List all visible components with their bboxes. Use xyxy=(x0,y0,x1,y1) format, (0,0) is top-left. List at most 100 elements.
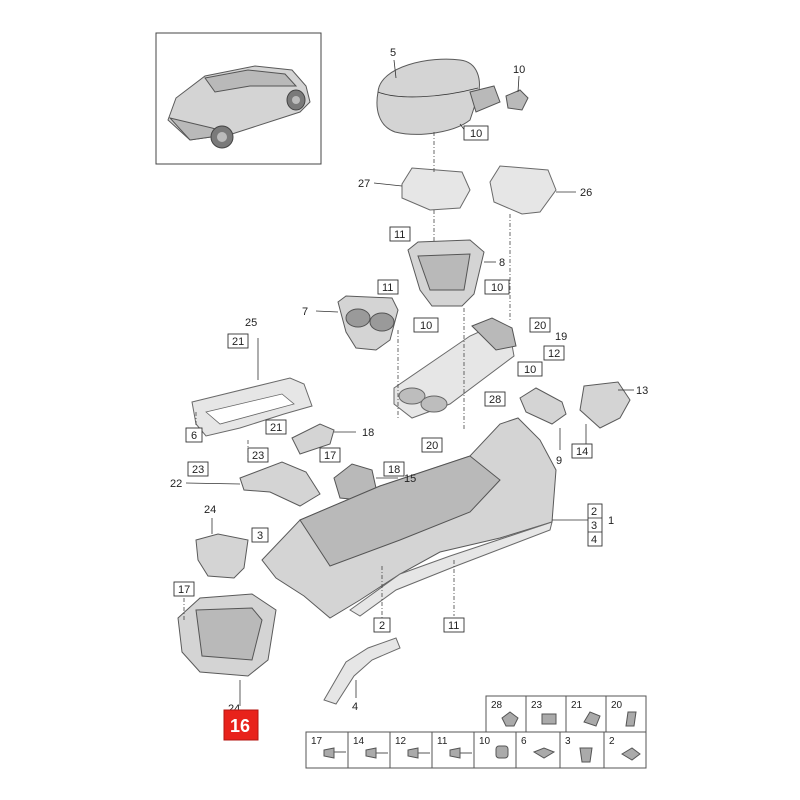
boxed-callout-23: 23 xyxy=(247,447,269,463)
legend-label-14: 14 xyxy=(353,736,365,747)
legend-label-23: 23 xyxy=(531,700,543,711)
boxed-callout-14: 14 xyxy=(571,443,593,459)
svg-text:11: 11 xyxy=(394,229,405,241)
svg-text:21: 21 xyxy=(232,336,244,348)
boxed-callout-10: 10 xyxy=(484,279,510,295)
boxed-callout-20: 20 xyxy=(421,437,443,453)
callout-8: 8 xyxy=(499,257,505,269)
boxed-callout-11: 11 xyxy=(389,226,411,242)
armrest-lid xyxy=(376,58,501,135)
clip-icon xyxy=(583,711,601,727)
rear-housing-16 xyxy=(177,593,277,677)
legend-label-2: 2 xyxy=(609,736,615,747)
svg-text:18: 18 xyxy=(388,464,400,476)
boxed-callout-17: 17 xyxy=(173,581,195,597)
boxed-callout-6: 6 xyxy=(185,427,203,443)
clip-icon xyxy=(625,711,637,727)
legend-label-12: 12 xyxy=(395,736,407,747)
fastener-legend: 28 23 21 20 17 14 12 11 10 6 3 2 xyxy=(305,695,647,769)
boxed-callout-10: 10 xyxy=(463,125,489,141)
boxed-callout-2: 2 xyxy=(373,617,391,633)
svg-text:17: 17 xyxy=(178,584,190,596)
callout-27: 27 xyxy=(358,178,370,190)
highlight-label-16: 16 xyxy=(223,709,259,741)
boxed-callout-11: 11 xyxy=(443,617,465,633)
callout-1: 1 xyxy=(608,515,614,527)
svg-text:3: 3 xyxy=(257,530,263,542)
cup-holder xyxy=(337,295,399,351)
svg-text:16: 16 xyxy=(230,716,250,736)
boxed-callout-3: 3 xyxy=(251,527,269,543)
callout-24-upper: 24 xyxy=(204,504,216,516)
svg-text:14: 14 xyxy=(576,446,588,458)
callout-13: 13 xyxy=(636,385,648,397)
lower-pocket-24 xyxy=(195,533,249,579)
svg-text:2: 2 xyxy=(379,620,385,632)
mat-27 xyxy=(401,167,471,211)
callout-7: 7 xyxy=(302,306,308,318)
svg-text:23: 23 xyxy=(252,450,264,462)
clip-icon xyxy=(532,747,556,759)
boxed-callout-group-1: 2 3 4 xyxy=(587,503,603,547)
center-console-body xyxy=(261,417,557,619)
clip-icon xyxy=(501,711,519,727)
callout-26: 26 xyxy=(580,187,592,199)
mat-26 xyxy=(489,165,557,215)
screw-icon xyxy=(449,747,472,759)
svg-text:20: 20 xyxy=(534,320,546,332)
vehicle-thumbnail xyxy=(155,32,322,165)
svg-text:10: 10 xyxy=(420,320,432,332)
small-trim-18 xyxy=(291,423,335,455)
boxed-callout-28: 28 xyxy=(484,391,506,407)
callout-10-hinge: 10 xyxy=(513,64,525,76)
legend-label-11: 11 xyxy=(437,736,448,747)
svg-text:2: 2 xyxy=(591,506,597,518)
svg-text:3: 3 xyxy=(591,520,597,532)
legend-label-17: 17 xyxy=(311,736,323,747)
svg-text:6: 6 xyxy=(191,430,197,442)
svg-text:21: 21 xyxy=(270,422,282,434)
nut-icon xyxy=(495,745,509,759)
screw-icon xyxy=(365,747,388,759)
clip-icon xyxy=(621,747,641,761)
boxed-callout-17: 17 xyxy=(319,447,341,463)
svg-text:11: 11 xyxy=(382,282,393,294)
boxed-callout-10: 10 xyxy=(413,317,439,333)
screw-icon xyxy=(323,747,346,759)
legend-label-3: 3 xyxy=(565,736,571,747)
legend-label-6: 6 xyxy=(521,736,527,747)
boxed-callout-20: 20 xyxy=(529,317,551,333)
svg-text:23: 23 xyxy=(192,464,204,476)
boxed-callout-10: 10 xyxy=(517,361,543,377)
callout-19: 19 xyxy=(555,331,567,343)
svg-text:10: 10 xyxy=(470,128,482,140)
svg-text:28: 28 xyxy=(489,394,501,406)
svg-text:17: 17 xyxy=(324,450,336,462)
trim-panel-upper xyxy=(393,317,517,419)
callout-4-strip: 4 xyxy=(352,701,358,713)
boxed-callout-11: 11 xyxy=(377,279,399,295)
decorative-frame xyxy=(191,377,313,437)
callout-25: 25 xyxy=(245,317,257,329)
svg-text:10: 10 xyxy=(524,364,536,376)
storage-tray xyxy=(407,239,485,307)
svg-text:12: 12 xyxy=(548,348,560,360)
side-trim-13 xyxy=(579,381,631,429)
bracket-22 xyxy=(239,461,321,507)
svg-text:11: 11 xyxy=(448,620,459,632)
legend-label-10: 10 xyxy=(479,736,491,747)
boxed-callout-18: 18 xyxy=(383,461,405,477)
boxed-callout-21: 21 xyxy=(265,419,287,435)
legend-label-28: 28 xyxy=(491,700,503,711)
screw-icon xyxy=(407,747,430,759)
svg-text:4: 4 xyxy=(591,534,597,546)
legend-label-20: 20 xyxy=(611,700,623,711)
boxed-callout-23: 23 xyxy=(187,461,209,477)
hinge-part xyxy=(505,89,529,111)
callout-9: 9 xyxy=(556,455,562,467)
svg-text:20: 20 xyxy=(426,440,438,452)
callout-5: 5 xyxy=(390,47,396,59)
boxed-callout-21: 21 xyxy=(227,333,249,349)
svg-text:10: 10 xyxy=(491,282,503,294)
